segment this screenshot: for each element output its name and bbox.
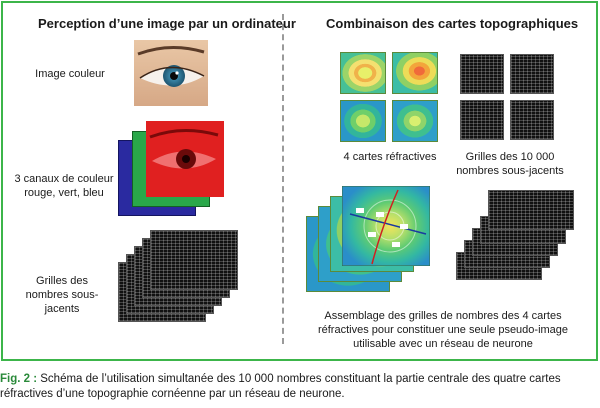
panel-divider xyxy=(282,14,284,344)
refractive-map xyxy=(392,52,438,94)
figure-caption: Fig. 2 : Schéma de l’utilisation simulta… xyxy=(0,372,600,402)
refractive-map xyxy=(392,100,438,142)
number-grid xyxy=(510,54,554,94)
label-channels: 3 canaux de couleur rouge, vert, bleu xyxy=(14,173,114,199)
refractive-map xyxy=(340,100,386,142)
number-grid xyxy=(150,230,238,290)
number-grid xyxy=(510,100,554,140)
refractive-map xyxy=(340,52,386,94)
label-right-grids: Grilles des 10 000 nombres sous-jacents xyxy=(456,151,564,177)
label-assembly: Assemblage des grilles de nombres des 4 … xyxy=(317,310,569,350)
caption-prefix: Fig. 2 : xyxy=(0,373,38,385)
number-grid xyxy=(488,190,574,230)
label-maps: 4 cartes réfractives xyxy=(343,151,437,163)
left-panel-title: Perception d’une image par un ordinateur xyxy=(38,16,296,31)
right-panel-title: Combinaison des cartes topographiques xyxy=(326,16,579,31)
number-grid xyxy=(460,54,504,94)
eye-image xyxy=(134,40,208,106)
number-grid xyxy=(460,100,504,140)
front-topo-map xyxy=(342,186,430,266)
red-channel xyxy=(146,121,224,197)
caption-text: Schéma de l’utilisation simultanée des 1… xyxy=(0,373,561,400)
label-color-image: Image couleur xyxy=(35,68,105,80)
figure-frame xyxy=(1,1,598,361)
label-left-grids: Grilles des nombres sous-jacents xyxy=(25,275,99,315)
